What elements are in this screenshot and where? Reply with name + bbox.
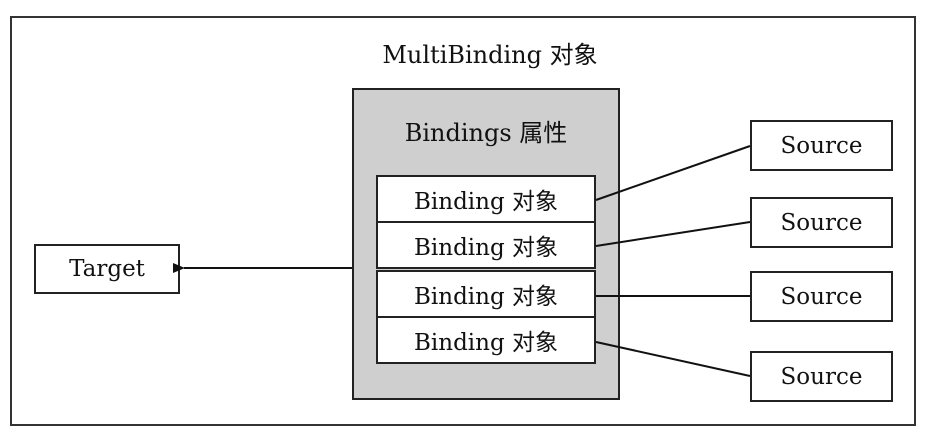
- source-box-3: Source: [750, 271, 893, 322]
- source-box-2: Source: [750, 197, 893, 248]
- source-box-4: Source: [750, 351, 893, 402]
- source-box-1: Source: [750, 120, 893, 171]
- binding-object-4: Binding 对象: [376, 316, 596, 364]
- target-box: Target: [34, 244, 180, 294]
- diagram-title: MultiBinding 对象: [382, 41, 598, 69]
- binding-object-1: Binding 对象: [376, 175, 596, 223]
- binding-object-2: Binding 对象: [376, 221, 596, 269]
- binding-object-3: Binding 对象: [376, 270, 596, 318]
- bindings-property-title: Bindings 属性: [404, 119, 568, 147]
